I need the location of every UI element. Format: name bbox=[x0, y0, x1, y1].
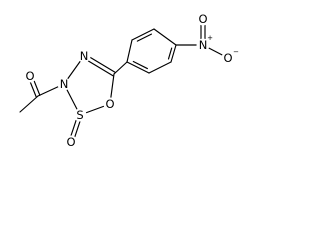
ring-nitrogen-3-label: N bbox=[60, 77, 69, 91]
bond-ar-6-1 bbox=[126, 39, 133, 63]
nitro-oxygen-bottom-atom: O − bbox=[221, 48, 239, 65]
bond-ar-5-6 bbox=[131, 28, 155, 41]
nitro-oxygen-top-atom: O bbox=[196, 12, 210, 26]
bond-ar-4-5 bbox=[153, 28, 177, 46]
ring-nitrogen-4-atom: N bbox=[77, 49, 91, 63]
nitro-oxygen-bottom-charge: − bbox=[233, 48, 239, 56]
sulfinyl-oxygen-label: O bbox=[66, 135, 75, 149]
nitro-nitrogen-charge: + bbox=[207, 34, 213, 42]
structure-canvas: O N N O S O bbox=[19, 12, 240, 149]
molecule-diagram: O N N O S O bbox=[19, 12, 239, 149]
bond-ar-1-2 bbox=[126, 61, 150, 74]
acetyl-oxygen-atom: O bbox=[23, 69, 37, 83]
nitro-oxygen-top-label: O bbox=[198, 12, 207, 26]
ring-nitrogen-4-label: N bbox=[80, 49, 89, 63]
bond-ar-1-2-inner bbox=[132, 60, 148, 70]
ring-sulfur-atom: S bbox=[73, 108, 87, 122]
bond-c5-aryl bbox=[113, 61, 128, 75]
bond-methyl-carbonyl bbox=[19, 95, 39, 113]
bond-ar-3-4 bbox=[170, 44, 177, 63]
nitro-nitrogen-label: N bbox=[199, 38, 208, 52]
sulfinyl-oxygen-atom: O bbox=[64, 135, 78, 149]
bond-layer bbox=[19, 18, 229, 144]
bond-ar-5-6-inner bbox=[136, 33, 153, 42]
acetyl-oxygen-label: O bbox=[25, 69, 34, 83]
ring-sulfur-label: S bbox=[76, 108, 83, 122]
bond-ar-3-4-inner bbox=[167, 47, 173, 60]
nitro-oxygen-bottom-label: O bbox=[223, 51, 232, 65]
ring-oxygen-1-label: O bbox=[105, 97, 114, 111]
atom-label-layer: O N N O S O bbox=[23, 12, 239, 149]
nitro-nitrogen-atom: N + bbox=[196, 34, 213, 52]
ring-oxygen-1-atom: O bbox=[103, 97, 117, 111]
ring-nitrogen-3-atom: N bbox=[57, 77, 71, 91]
bond-ar-2-3 bbox=[148, 61, 172, 74]
